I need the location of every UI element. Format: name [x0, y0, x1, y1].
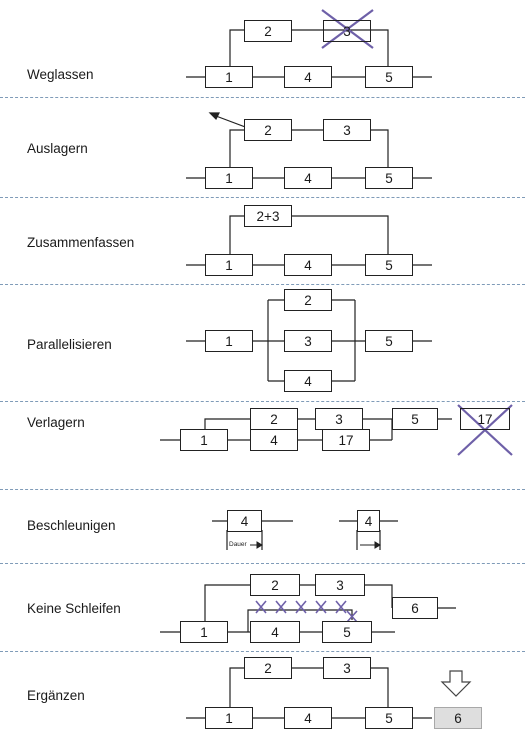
process-step-box: 4: [284, 254, 332, 276]
process-step-box: 2: [244, 20, 292, 42]
process-step-box-shortened: 4: [357, 510, 380, 532]
process-step-box-merged: 2+3: [244, 205, 292, 227]
section-separator: [0, 97, 525, 98]
process-step-box: 1: [180, 621, 228, 643]
section-label-auslagern: Auslagern: [27, 141, 88, 156]
process-step-box: 2: [250, 408, 298, 430]
process-step-box: 4: [250, 621, 300, 643]
process-step-box: 2: [244, 657, 292, 679]
section-label-keine-schleifen: Keine Schleifen: [27, 601, 121, 616]
section-label-zusammenfassen: Zusammenfassen: [27, 235, 135, 250]
dauer-label: Dauer: [229, 541, 247, 548]
process-step-box-added: 6: [434, 707, 482, 729]
process-step-box: 5: [365, 66, 413, 88]
section-separator: [0, 563, 525, 564]
process-step-box: 1: [180, 429, 228, 451]
section-label-parallelisieren: Parallelisieren: [27, 337, 112, 352]
auslagern-arrow: [208, 112, 249, 129]
process-step-box: 1: [205, 66, 253, 88]
section-separator: [0, 401, 525, 402]
process-step-box-moved: 17: [322, 429, 370, 451]
process-step-box: 3: [315, 574, 365, 596]
process-step-box-removed: 3: [323, 20, 371, 42]
process-step-box: 4: [284, 370, 332, 392]
process-step-box: 2: [244, 119, 292, 141]
process-step-box: 5: [365, 707, 413, 729]
process-step-box: 3: [323, 657, 371, 679]
section-label-weglassen: Weglassen: [27, 67, 94, 82]
section-separator: [0, 651, 525, 652]
section-label-beschleunigen: Beschleunigen: [27, 518, 116, 533]
process-step-box: 3: [284, 330, 332, 352]
section-separator: [0, 197, 525, 198]
process-step-box: 6: [392, 597, 438, 619]
dauer-arrows: [250, 541, 381, 549]
section-separator: [0, 284, 525, 285]
process-step-box: 4: [227, 510, 262, 532]
process-step-box: 4: [284, 66, 332, 88]
process-step-box: 5: [365, 330, 413, 352]
process-step-box: 4: [284, 167, 332, 189]
section-separator: [0, 489, 525, 490]
process-step-box: 5: [392, 408, 438, 430]
process-step-box: 5: [322, 621, 372, 643]
process-step-box: 1: [205, 707, 253, 729]
process-step-box: 5: [365, 167, 413, 189]
process-step-box: 3: [315, 408, 363, 430]
process-step-box: 2: [250, 574, 300, 596]
process-step-box: 1: [205, 254, 253, 276]
process-step-box-removed: 17: [460, 408, 510, 430]
process-step-box: 3: [323, 119, 371, 141]
loop-strike-marks: [255, 600, 358, 623]
process-step-box: 1: [205, 330, 253, 352]
down-arrow-icon: [440, 670, 472, 697]
process-step-box: 5: [365, 254, 413, 276]
process-step-box: 2: [284, 289, 332, 311]
section-label-verlagern: Verlagern: [27, 415, 85, 430]
process-step-box: 1: [205, 167, 253, 189]
process-step-box: 4: [284, 707, 332, 729]
section-label-ergaenzen: Ergänzen: [27, 688, 85, 703]
process-step-box: 4: [250, 429, 298, 451]
